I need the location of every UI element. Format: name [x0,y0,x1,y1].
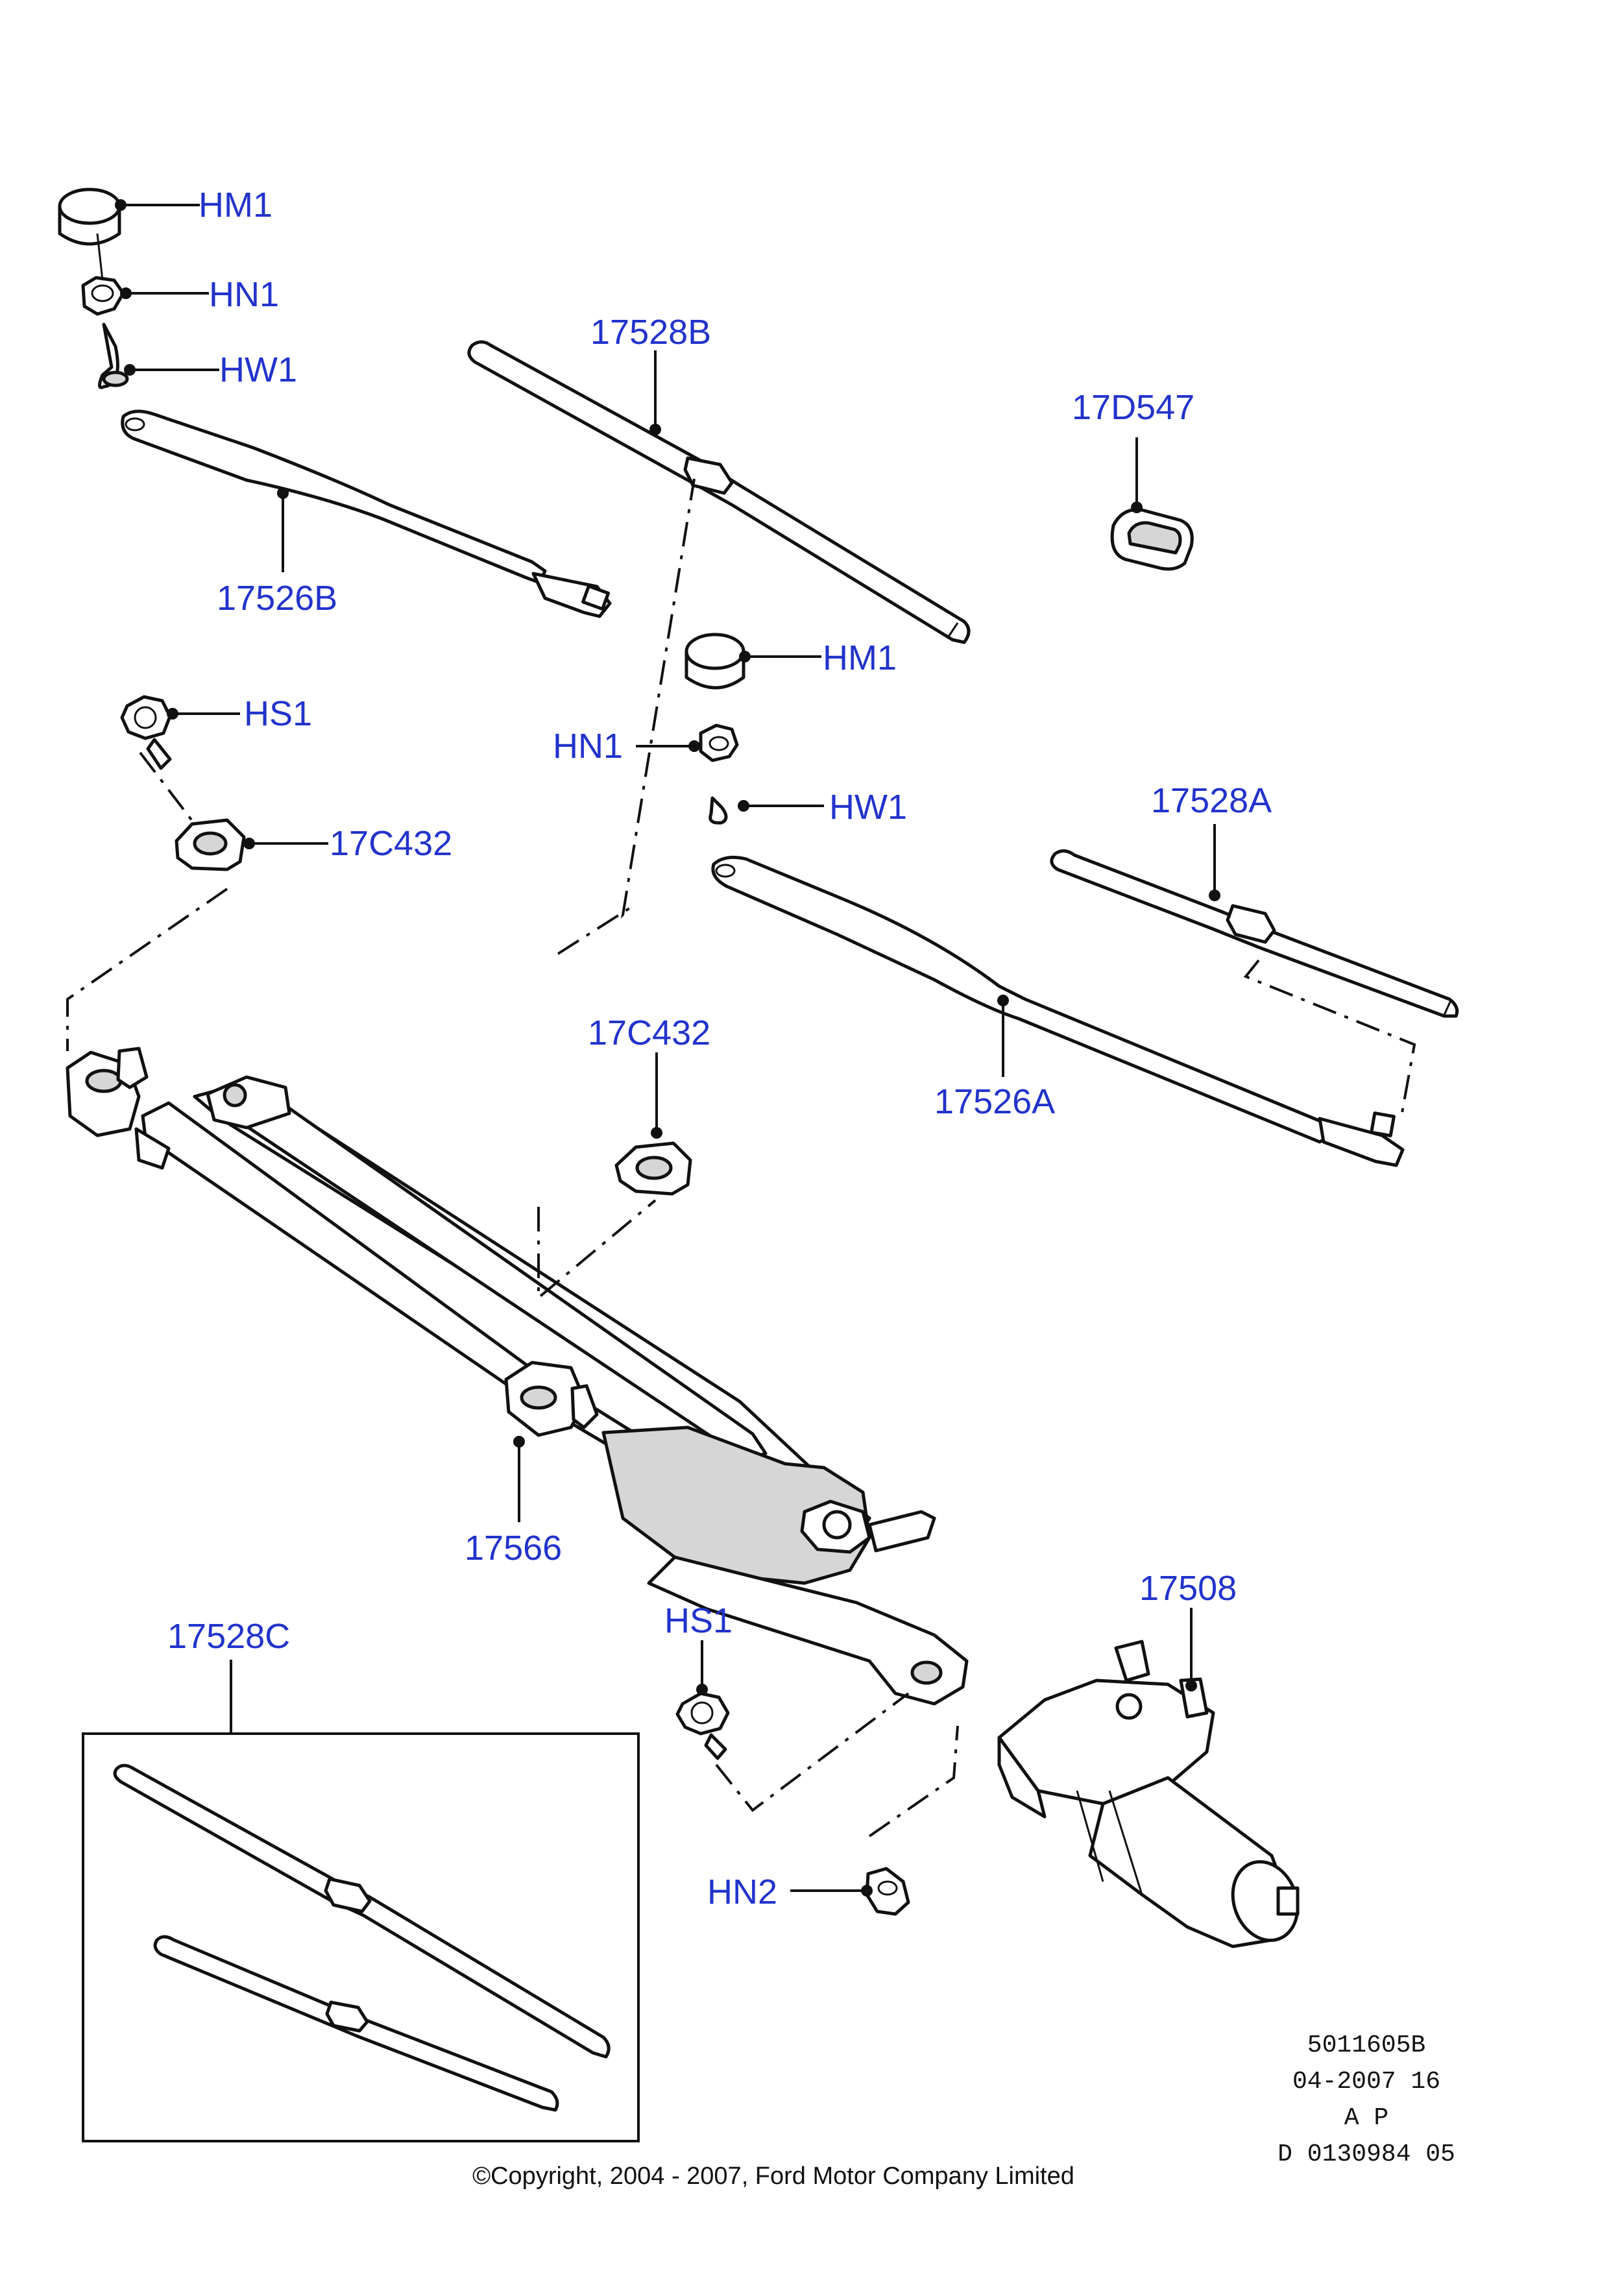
part-17d547 [1110,508,1194,571]
clip-17c432-mid [614,1141,692,1196]
callout-hn1-top: HN1 [209,275,279,314]
callout-hw1-top: HW1 [219,350,297,389]
callout-hm1-mid: HM1 [823,638,897,677]
callout-hw1-mid: HW1 [829,788,907,827]
callout-17c432-left: 17C432 [330,824,452,863]
callout-17528c: 17528C [167,1617,290,1656]
wiper-arm-left [121,409,612,618]
wiper-blade-right [1050,849,1459,1018]
ref-line-1: 5011605B [1307,2031,1425,2059]
callout-hm1-top: HM1 [199,186,273,224]
wiper-blade-left [467,340,971,644]
wiper-motor-17508 [997,1640,1300,1948]
clip-17c432-left [175,818,246,871]
callout-hs1-top: HS1 [244,694,312,733]
bolt-hs1-bottom [675,1691,730,1760]
callout-17508: 17508 [1139,1569,1237,1608]
cap-hm1-top [58,188,121,246]
callout-17d547: 17D547 [1072,388,1194,427]
callout-hn2: HN2 [707,1873,777,1911]
ref-line-4: D 0130984 05 [1278,2140,1455,2168]
washer-hw1-mid [709,796,728,825]
cap-hm1-mid [685,633,745,690]
wiper-arm-right [711,855,1405,1167]
nut-hn1-mid [699,723,739,762]
bolt-hs1-top [120,695,172,770]
ref-line-2: 04-2007 16 [1292,2068,1440,2096]
callout-17526a: 17526A [934,1082,1055,1121]
callout-17c432-mid: 17C432 [588,1013,710,1052]
nut-hn2 [865,1867,910,1916]
callout-17566: 17566 [465,1529,562,1568]
blade-kit-box [82,1732,640,2142]
nut-hn1-top [81,276,125,316]
alignment-lines [66,478,1416,1837]
copyright-text: ©Copyright, 2004 - 2007, Ford Motor Comp… [472,2163,1074,2190]
reference-block: 5011605B 04-2007 16 A P D 0130984 05 [1278,2031,1455,2168]
callout-hs1-bottom: HS1 [664,1601,733,1640]
callout-17526b: 17526B [217,579,337,618]
callout-17528a: 17528A [1151,781,1272,820]
wiper-linkage-17566 [66,1047,969,1706]
leader-lines [115,199,1220,1897]
callout-hn1-mid: HN1 [553,727,623,766]
callout-17528b: 17528B [590,313,711,352]
ref-line-3: A P [1344,2104,1388,2132]
washer-hw1-top [98,322,129,389]
